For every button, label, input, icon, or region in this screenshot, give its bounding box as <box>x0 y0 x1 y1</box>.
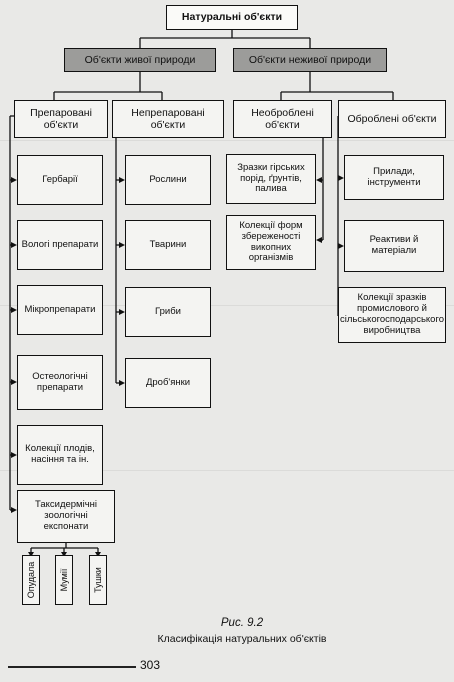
taxidermy-type-carcasses: Тушки <box>89 555 107 605</box>
taxidermy-type-label: Мумії <box>59 568 69 592</box>
processed-objects-title: Оброблені об'єкти <box>347 112 437 125</box>
root-label: Натуральні об'єкти <box>181 11 283 24</box>
item-label: Колекції форм збереженості викопних орга… <box>239 219 303 264</box>
item-taxidermy-exhibits: Таксидермічні зоологічні експонати <box>17 490 115 543</box>
footer-rule <box>8 666 136 668</box>
root-node: Натуральні об'єкти <box>166 5 298 30</box>
unprocessed-objects-header: Необроблені об'єкти <box>233 100 332 138</box>
nonliving-objects-label: Об'єкти неживої природи <box>248 53 372 66</box>
item-production-samples: Колекції зразків промислового й сільсько… <box>338 287 446 343</box>
item-micropreparations: Мікропрепарати <box>17 285 103 335</box>
item-fungi: Гриби <box>125 287 211 337</box>
figure-number: Рис. 9.2 <box>220 617 264 629</box>
taxidermy-type-stuffed: Опудала <box>22 555 40 605</box>
page-number: 303 <box>140 658 161 672</box>
item-label: Гербарії <box>42 173 78 185</box>
item-label: Тварини <box>149 238 187 250</box>
unprepared-objects-title: Непрепаровані об'єкти <box>131 106 205 131</box>
item-label: Зразки гірських порід, ґрунтів, палива <box>237 161 305 195</box>
nonliving-objects-node: Об'єкти неживої природи <box>233 48 387 72</box>
item-plants: Рослини <box>125 155 211 205</box>
item-rock-soil-samples: Зразки гірських порід, ґрунтів, палива <box>226 154 316 204</box>
item-label: Колекції зразків промислового й сільсько… <box>340 292 445 336</box>
item-label: Таксидермічні зоологічні експонати <box>34 499 98 532</box>
unprepared-objects-header: Непрепаровані об'єкти <box>112 100 224 138</box>
item-reagents-materials: Реактиви й матеріали <box>344 220 444 272</box>
item-label: Вологі препарати <box>21 238 99 250</box>
living-objects-node: Об'єкти живої природи <box>64 48 216 72</box>
processed-objects-header: Оброблені об'єкти <box>338 100 446 138</box>
item-osteological-preparations: Остеологічні препарати <box>17 355 103 410</box>
item-label: Гриби <box>155 305 181 317</box>
item-label: Колекції плодів, насіння та ін. <box>25 443 95 465</box>
item-label: Остеологічні препарати <box>32 370 88 393</box>
item-schizophytes: Дроб'янки <box>125 358 211 408</box>
item-instruments: Прилади, інструменти <box>344 155 444 200</box>
living-objects-label: Об'єкти живої природи <box>84 53 196 66</box>
item-label: Прилади, інструменти <box>367 165 421 188</box>
item-herbaria: Гербарії <box>17 155 103 205</box>
item-label: Мікропрепарати <box>24 303 96 315</box>
taxidermy-type-label: Опудала <box>26 561 36 599</box>
item-label: Рослини <box>149 173 187 185</box>
taxidermy-type-mummies: Мумії <box>55 555 73 605</box>
item-fruit-seed-collections: Колекції плодів, насіння та ін. <box>17 425 103 485</box>
prepared-objects-title: Препаровані об'єкти <box>30 106 92 131</box>
item-wet-preparations: Вологі препарати <box>17 220 103 270</box>
item-animals: Тварини <box>125 220 211 270</box>
unprocessed-objects-title: Необроблені об'єкти <box>251 106 314 131</box>
taxidermy-type-label: Тушки <box>93 567 103 593</box>
item-label: Реактиви й матеріали <box>369 234 419 256</box>
prepared-objects-header: Препаровані об'єкти <box>14 100 108 138</box>
item-label: Дроб'янки <box>145 376 191 388</box>
figure-title: Класифікація натуральних об'єктів <box>157 633 327 645</box>
item-fossil-collections: Колекції форм збереженості викопних орга… <box>226 215 316 270</box>
